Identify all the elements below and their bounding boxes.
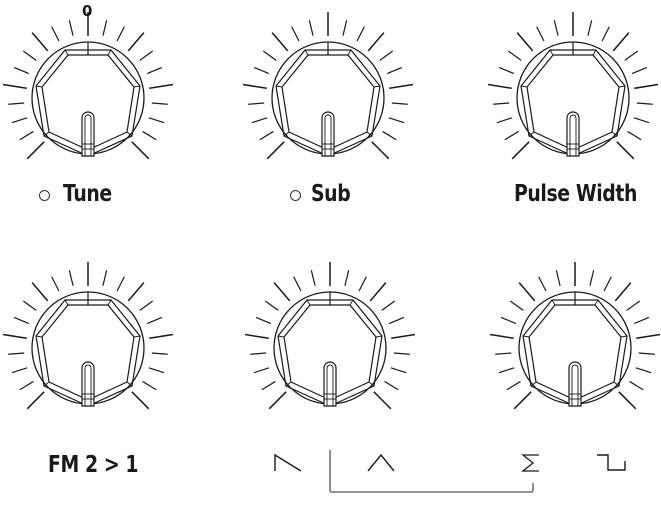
square-icon (597, 454, 626, 471)
tune-label: Tune (63, 181, 112, 207)
pulse-width-label: Pulse Width (514, 181, 637, 207)
sub-label: Sub (311, 181, 351, 207)
tune-led-icon (39, 190, 50, 201)
triangle-icon (367, 453, 395, 472)
mix-bracket (329, 450, 534, 493)
sub-led-icon (290, 190, 301, 201)
sawtooth-icon (274, 453, 302, 472)
sum-icon (521, 454, 539, 472)
tune-center-mark: 0 (82, 2, 93, 20)
fm-label: FM 2 > 1 (48, 452, 139, 478)
